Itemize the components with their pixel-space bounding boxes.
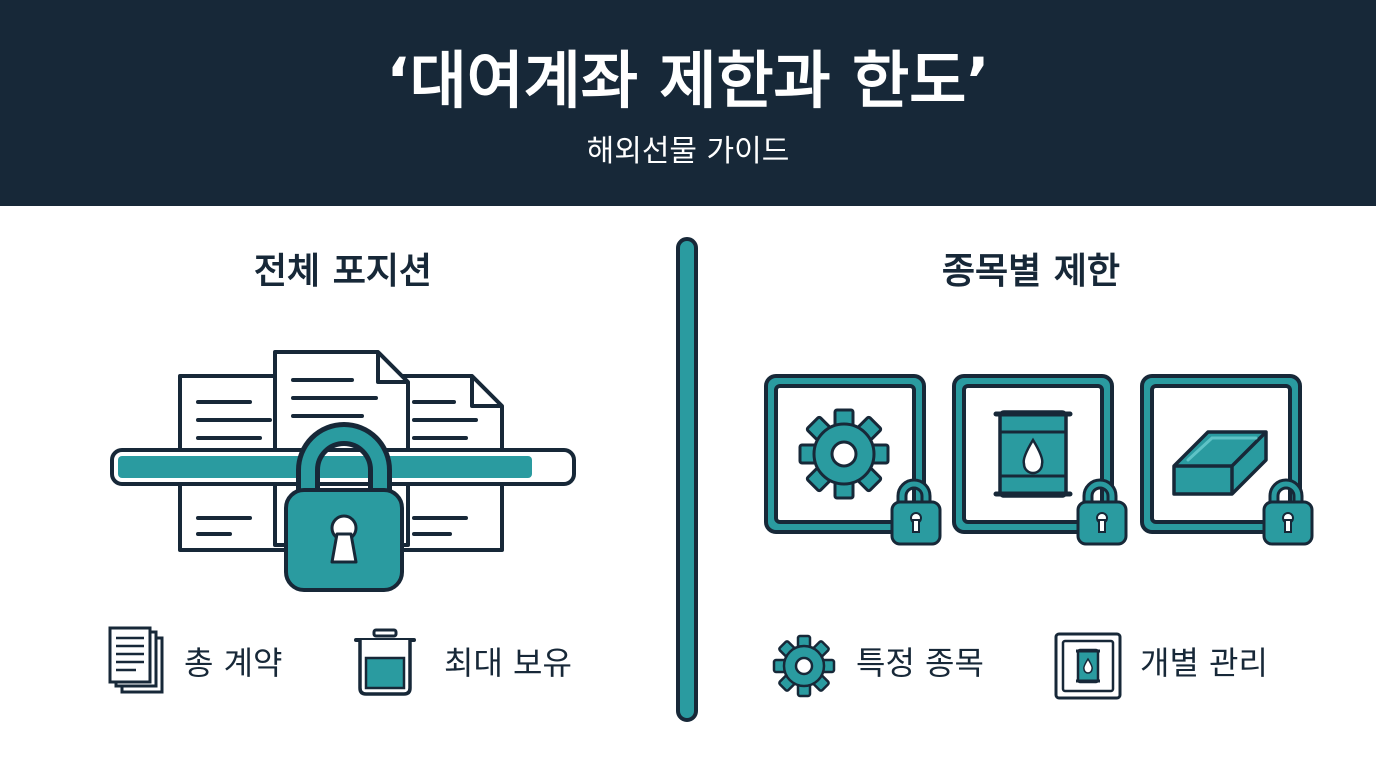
legend-label-max-holding: 최대 보유: [444, 644, 572, 682]
page-title: ‘대여계좌 제한과 한도’: [386, 44, 990, 117]
lock-icon: [890, 478, 942, 546]
section-divider: [676, 237, 698, 722]
lock-icon: [1076, 478, 1128, 546]
oil-barrel-icon: [993, 410, 1073, 498]
gear-icon: [798, 408, 890, 500]
gold-bar-icon: [1172, 430, 1268, 496]
right-section-title: 종목별 제한: [941, 251, 1121, 292]
page-subtitle: 해외선물 가이드: [586, 134, 790, 169]
asset-box: [1140, 374, 1302, 534]
framed-barrel-icon: [1054, 632, 1122, 700]
legend-label-specific-asset: 특정 종목: [856, 644, 984, 682]
container-icon: [354, 628, 416, 696]
lock-icon: [284, 422, 404, 592]
gear-icon: [772, 634, 836, 698]
per-asset-limit-illustration: [764, 374, 1314, 546]
legend-label-total-contracts: 총 계약: [184, 644, 283, 682]
asset-box: [764, 374, 926, 534]
asset-box: [952, 374, 1114, 534]
total-position-illustration: [110, 350, 576, 592]
left-section-title: 전체 포지션: [253, 251, 433, 292]
lock-icon: [1262, 478, 1314, 546]
header-banner: ‘대여계좌 제한과 한도’ 해외선물 가이드: [0, 0, 1376, 206]
document-stack-icon: [108, 626, 164, 694]
legend-label-individual-management: 개별 관리: [1140, 644, 1268, 682]
position-progress-bar: [110, 448, 576, 486]
